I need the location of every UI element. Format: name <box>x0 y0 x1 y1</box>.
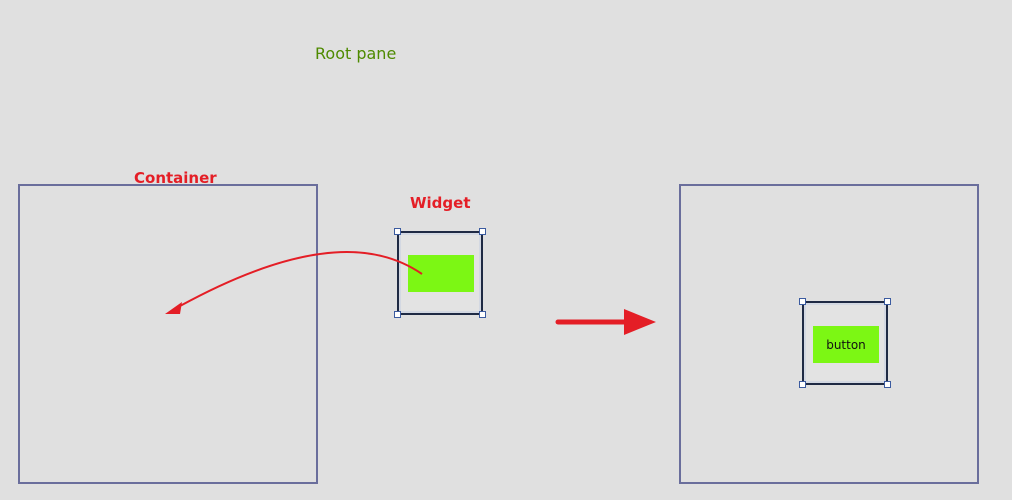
widget-left-button[interactable] <box>408 255 474 292</box>
resize-handle-bottom-left[interactable] <box>799 381 806 388</box>
resize-handle-bottom-left[interactable] <box>394 311 401 318</box>
resize-handle-top-right[interactable] <box>479 228 486 235</box>
container-right[interactable] <box>679 184 979 484</box>
container-label: Container <box>134 169 217 187</box>
resize-handle-top-left[interactable] <box>394 228 401 235</box>
root-pane-label: Root pane <box>315 44 397 63</box>
resize-handle-bottom-right[interactable] <box>479 311 486 318</box>
widget-right-button[interactable]: button <box>813 326 879 363</box>
widget-left[interactable] <box>394 228 486 318</box>
resize-handle-top-right[interactable] <box>884 298 891 305</box>
resize-handle-top-left[interactable] <box>799 298 806 305</box>
resize-handle-bottom-right[interactable] <box>884 381 891 388</box>
widget-right[interactable]: button <box>799 298 891 388</box>
result-arrowhead-icon <box>624 309 656 335</box>
widget-label: Widget <box>410 194 471 212</box>
container-left[interactable] <box>18 184 318 484</box>
